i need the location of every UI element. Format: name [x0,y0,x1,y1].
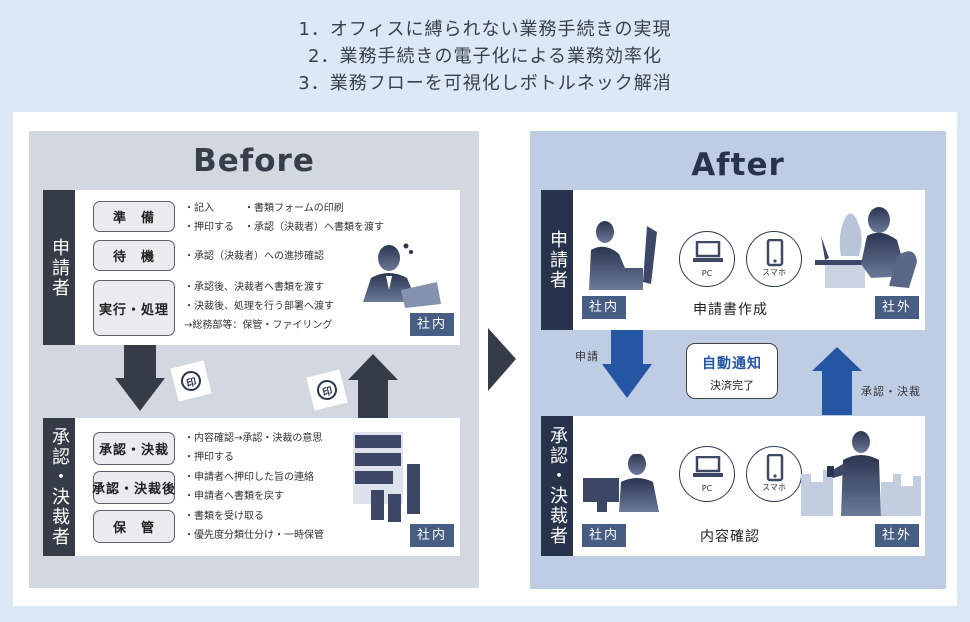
notify-subtitle: 決済完了 [710,379,754,392]
step-execute-desc: ・承認後、決裁者へ書類を渡す ・決裁後、処理を行う部署へ渡す →総務部等：保管・… [184,282,334,331]
goal-item: 1．オフィスに縛られない業務手続きの実現 [298,19,672,40]
arrow-down-blue-icon [602,330,652,398]
before-approver-box: 承認・決裁者 承認・決裁 ・内容確認→承認・決裁の意思 ・押印する 承認・決裁後… [43,418,460,556]
after-approver-box: 承認・決裁者 PC スマホ 社内 内容確認 社外 [541,416,925,556]
pc-device-icon: PC [679,231,735,287]
woman-at-desktop-icon [589,221,657,290]
notify-title: 自動通知 [702,356,762,372]
flow-label-approve: 承認・決裁 [861,385,921,398]
before-title: Before [193,143,315,179]
role-label: 承認・決裁者 [43,418,75,556]
caption-create-application: 申請書作成 [693,302,768,318]
arrow-down-icon [115,345,165,411]
after-panel: After 申請者 PC スマホ 社内 申請書作成 [530,131,946,589]
location-badge-internal: 社内 [410,313,455,336]
step-execute: 実行・処理 [93,280,175,336]
smartphone-device-icon: スマホ [746,446,802,502]
auto-notification-box: 自動通知 決済完了 [686,343,778,399]
worried-businessman-icon [363,243,441,308]
step-store-desc: ・書類を受け取る ・優先度分類仕分け・一時保管 [184,511,324,541]
businessman-smartphone-city-icon [801,431,921,516]
flow-label-apply: 申請 [575,350,599,363]
arrow-up-icon [348,354,398,420]
pc-device-icon: PC [679,446,735,502]
location-badge-internal: 社内 [582,296,627,319]
stamp-paper-icon: 印 [170,360,212,402]
step-approve: 承認・決裁 [93,432,175,465]
before-applicant-box: 申請者 準 備 ・記入 ・書類フォームの印刷 ・押印する ・承認（決裁者）へ書類… [43,190,460,345]
step-store: 保 管 [93,510,175,543]
role-label: 申請者 [541,190,573,330]
goal-item: 2．業務手続きの電子化による業務効率化 [308,46,662,67]
role-label: 申請者 [43,190,75,345]
goal-item: 3．業務フローを可視化しボトルネック解消 [298,73,672,94]
step-prepare: 準 備 [93,201,175,232]
caption-content-review: 内容確認 [700,529,760,545]
role-label: 承認・決裁者 [541,416,573,556]
after-title: After [691,147,785,183]
goals-list: 1．オフィスに縛られない業務手続きの実現 2．業務手続きの電子化による業務効率化… [0,16,970,97]
man-at-desktop-icon [583,454,659,512]
transition-arrow-icon [488,328,516,391]
stamp-paper-icon: 印 [306,369,348,411]
step-wait: 待 機 [93,240,175,271]
step-after-approve-desc: ・申請者へ押印した旨の連絡 ・申請者へ書類を戻す [184,472,314,502]
file-cabinet-icon [353,432,420,522]
smartphone-device-icon: スマホ [746,231,802,287]
step-approve-desc: ・内容確認→承認・決裁の意思 ・押印する [184,433,323,463]
step-prepare-desc: ・記入 ・書類フォームの印刷 ・押印する ・承認（決裁者）へ書類を渡す [184,203,384,233]
remote-worker-cafe-icon [815,207,917,288]
location-badge-internal: 社内 [582,524,627,547]
location-badge-external: 社外 [875,524,920,547]
arrow-up-blue-icon [812,347,862,415]
before-panel: Before 申請者 準 備 ・記入 ・書類フォームの印刷 ・押印する ・承認（… [29,131,479,588]
after-applicant-box: 申請者 PC スマホ 社内 申請書作成 社外 [541,190,925,330]
step-after-approve: 承認・決裁後 [92,471,175,504]
location-badge-external: 社外 [875,296,920,319]
location-badge-internal: 社内 [410,524,455,547]
step-wait-desc: ・承認（決裁者）への進捗確認 [184,251,324,262]
